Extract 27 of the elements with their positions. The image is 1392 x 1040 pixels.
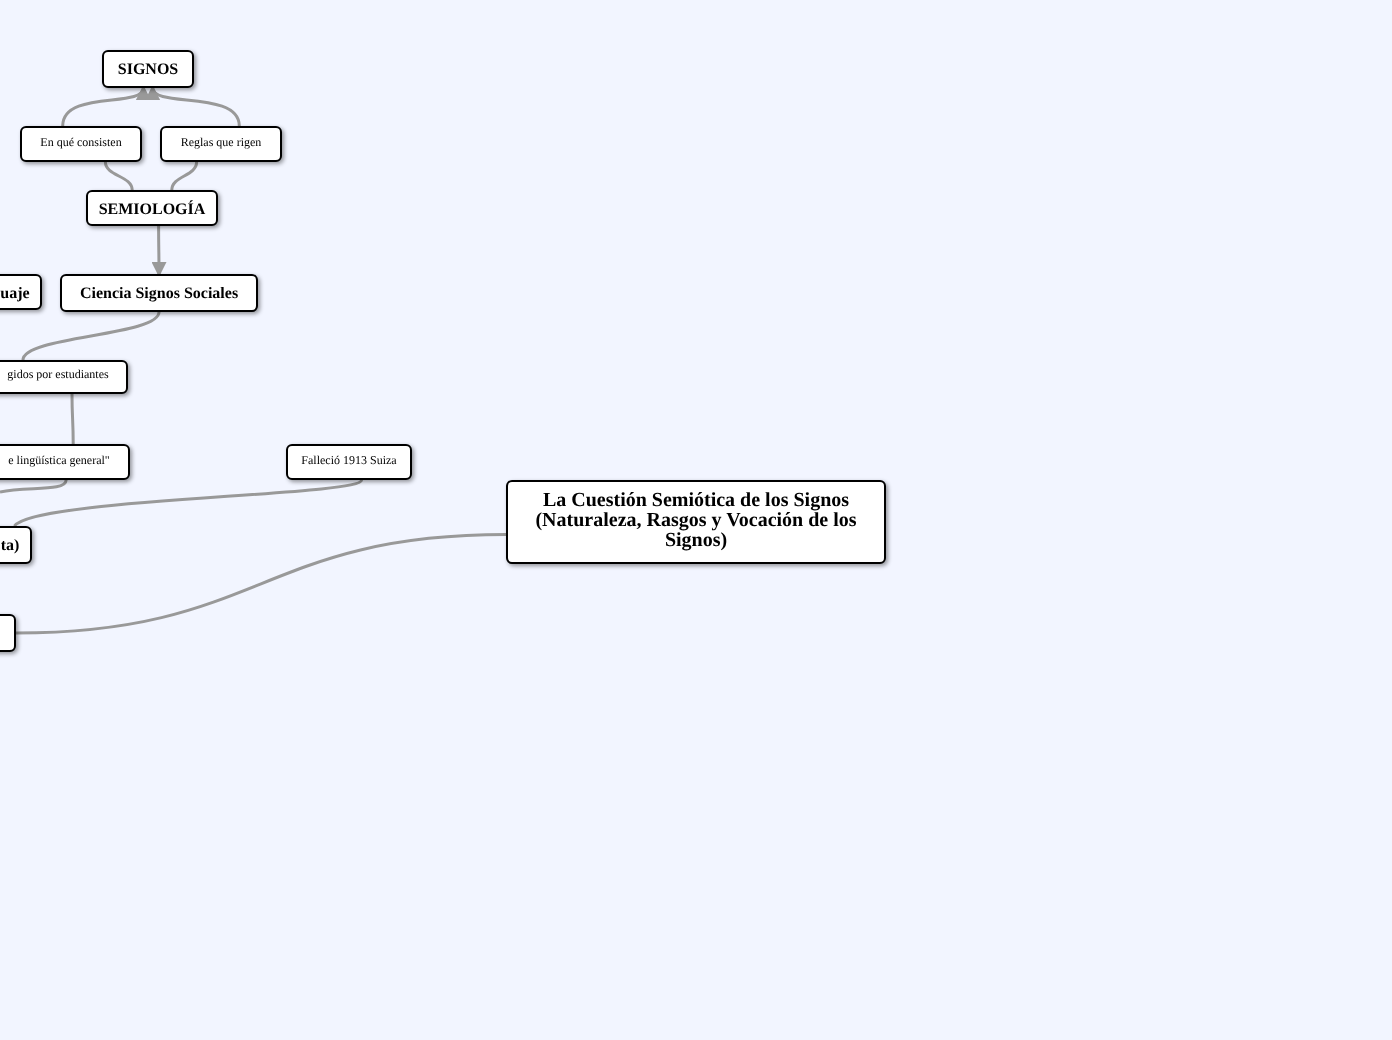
node-label: uaje (0, 283, 30, 301)
topic-box (20, 126, 142, 162)
connector-line (70, 394, 75, 444)
topic-box (86, 190, 218, 226)
node-label: Ciencia Signos Sociales (79, 284, 239, 302)
connector-line (150, 85, 241, 127)
connector-line (170, 161, 199, 191)
connector-line (13, 478, 363, 528)
topic-box (102, 50, 194, 88)
node-label: La Cuestión Semiótica de los Signos (Naturaleza, Rasgos y Vocación de los Signos) (533, 492, 859, 552)
connector-line (21, 311, 161, 361)
central-topic-box (506, 480, 886, 564)
connector-line (151, 226, 167, 277)
node-label: SIGNOS (117, 60, 179, 78)
topic-box (160, 126, 282, 162)
node-label: ta) (0, 536, 20, 554)
topic-box (286, 444, 412, 480)
connector-line (15, 533, 507, 635)
topic-box (0, 360, 128, 394)
connector-line (0, 479, 68, 494)
connector-line (61, 85, 147, 127)
topic-box (0, 526, 32, 564)
connector-line (103, 161, 134, 191)
topic-box (60, 274, 258, 312)
node-label: SEMIOLOGÍA (98, 199, 206, 217)
topic-box (0, 444, 130, 480)
topic-box (0, 274, 42, 310)
